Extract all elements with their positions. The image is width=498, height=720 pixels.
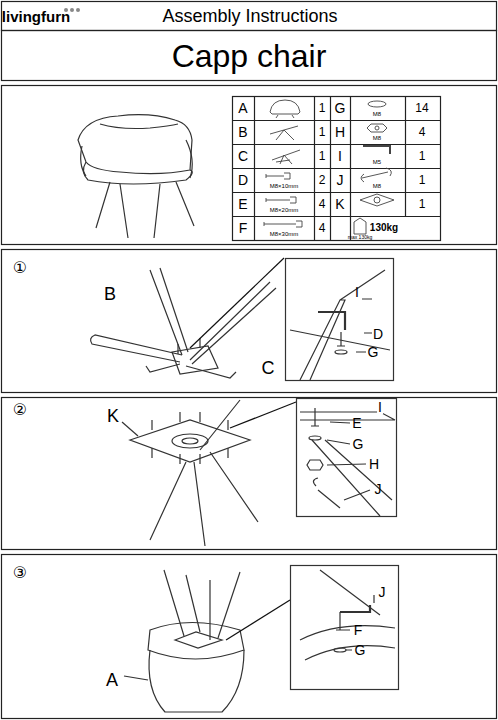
part-letter: E [238,197,247,211]
part-size: M5 [373,159,381,165]
part-qty: 1 [419,150,426,162]
part-qty: 1 [319,102,326,114]
part-qty: 4 [319,198,326,210]
callout-letter: G [355,643,366,657]
part-letter: I [338,149,342,163]
part-size: M8×10mm [270,183,299,189]
part-letter: A [238,101,247,115]
part-size: M8×30mm [270,231,299,237]
max-load: 130kg [370,223,398,233]
callout-letter: I [377,400,383,414]
weight-icon-text: max 130kg [348,235,372,240]
part-letter: K [335,197,344,211]
callout-letter: K [107,407,119,425]
part-qty: 4 [319,222,326,234]
callout-letter: I [355,285,359,299]
part-letter: H [335,125,345,139]
callout-letter: B [104,285,116,303]
part-qty: 4 [419,126,426,138]
callout-letter: A [106,671,118,689]
part-qty: 1 [319,150,326,162]
callout-letter: J [378,585,387,599]
step-number: ③ [13,565,27,581]
part-letter: J [337,173,344,187]
brand-logo: livingfurn [2,9,70,24]
part-size: M8×20mm [270,207,299,213]
callout-letter: G [353,437,364,451]
document-title: Capp chair [172,40,327,72]
part-qty: 2 [319,174,326,186]
part-letter: C [238,149,248,163]
part-letter: F [239,221,248,235]
part-qty: 1 [419,174,426,186]
part-qty: 1 [319,126,326,138]
callout-letter: F [354,623,363,637]
part-size: M8 [373,135,381,141]
part-letter: G [335,101,346,115]
callout-letter: E [352,416,361,430]
header-text: Assembly Instructions [162,7,337,25]
part-letter: B [238,125,247,139]
part-qty: 14 [415,102,428,114]
callout-letter: C [262,359,275,377]
callout-letter: G [368,345,379,359]
step-number: ① [13,260,27,276]
callout-letter: D [373,327,383,341]
part-size: M8 [373,111,381,117]
part-size: M8 [373,183,381,189]
part-qty: 1 [419,198,426,210]
callout-letter: J [375,482,382,496]
step-number: ② [13,402,27,418]
part-letter: D [238,173,248,187]
callout-letter: H [369,457,379,471]
